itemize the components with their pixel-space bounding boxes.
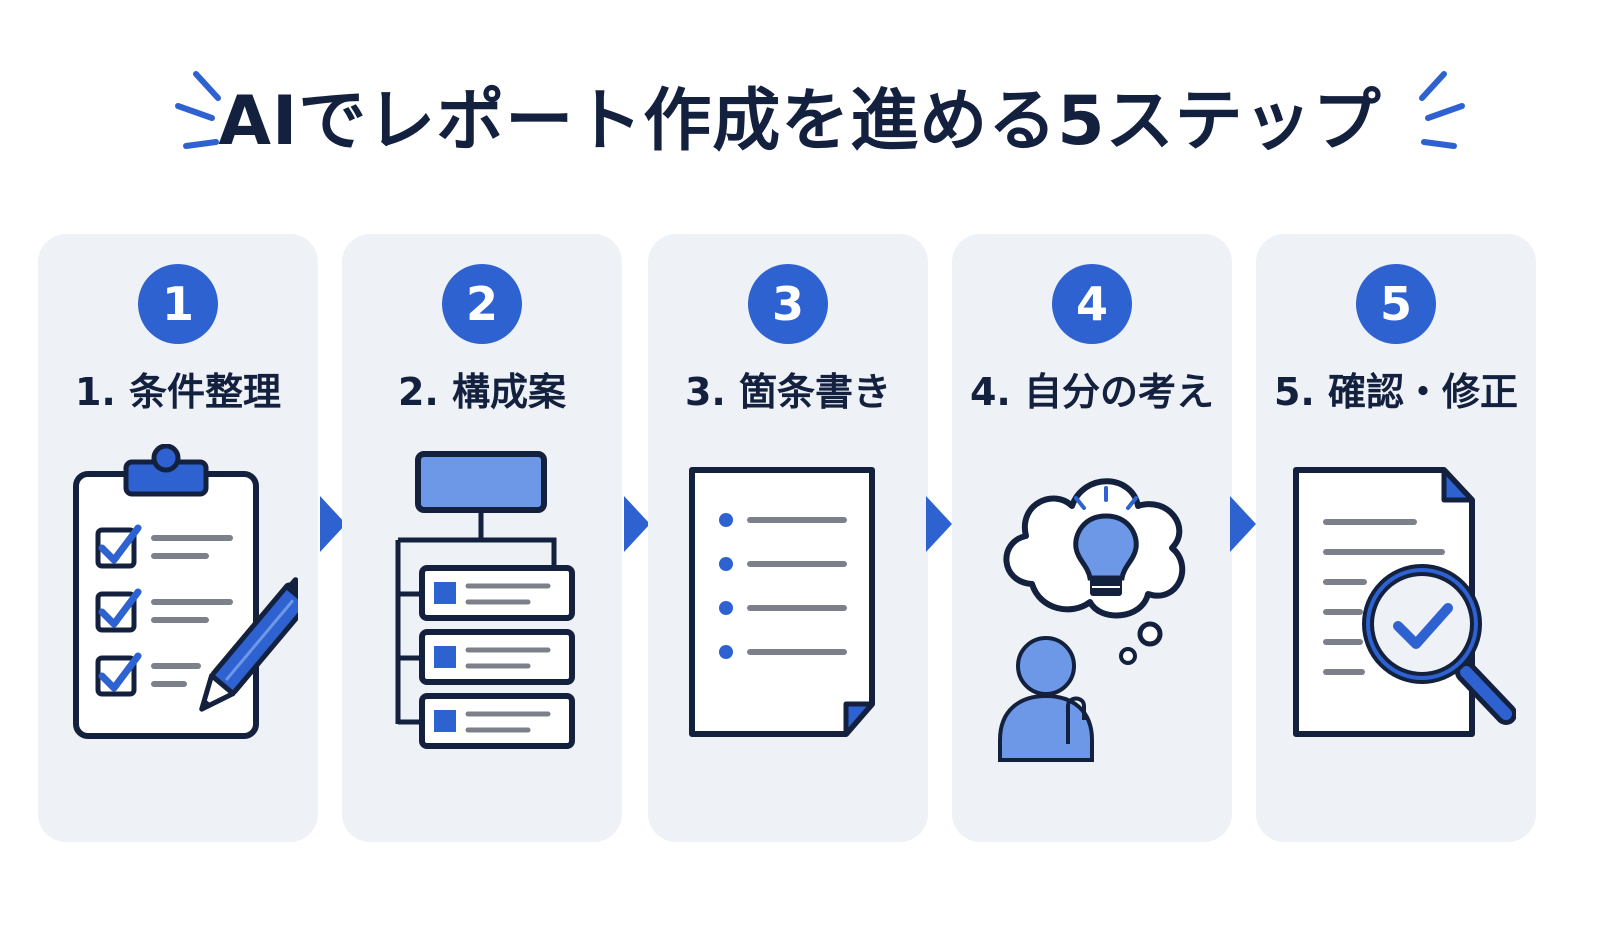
page-title: AIでレポート作成を進める5ステップ — [218, 82, 1382, 161]
step-label: 4. 自分の考え — [969, 370, 1215, 414]
step-card-5: 5 5. 確認・修正 — [1256, 234, 1536, 842]
step-label: 5. 確認・修正 — [1273, 370, 1519, 414]
arrow-right-icon — [320, 496, 346, 552]
step-label: 2. 構成案 — [397, 370, 567, 414]
step-card-2: 2 2. 構成案 — [342, 234, 622, 842]
document-magnifier-check-icon — [1293, 467, 1516, 737]
step-card-4: 4 4. 自分の考え — [952, 234, 1232, 842]
bullet-list-document-icon — [689, 467, 875, 737]
step-number-badge: 2 — [442, 264, 522, 344]
step-number-badge: 4 — [1052, 264, 1132, 344]
step-card-3: 3 3. 箇条書き — [648, 234, 928, 842]
outline-hierarchy-icon — [395, 451, 575, 749]
clipboard-checklist-pencil-icon — [73, 444, 298, 739]
step-label: 3. 箇条書き — [684, 370, 892, 414]
step-number-badge: 1 — [138, 264, 218, 344]
thinking-person-lightbulb-icon — [998, 478, 1186, 762]
step-number-badge: 3 — [748, 264, 828, 344]
arrow-right-icon — [624, 496, 650, 552]
arrow-right-icon — [1230, 496, 1256, 552]
title-burst-right-icon — [1419, 71, 1465, 149]
step-card-1: 1 1. 条件整理 — [38, 234, 318, 842]
step-number-badge: 5 — [1356, 264, 1436, 344]
title-burst-left-icon — [175, 71, 221, 149]
arrow-right-icon — [926, 496, 952, 552]
step-label: 1. 条件整理 — [74, 370, 282, 414]
